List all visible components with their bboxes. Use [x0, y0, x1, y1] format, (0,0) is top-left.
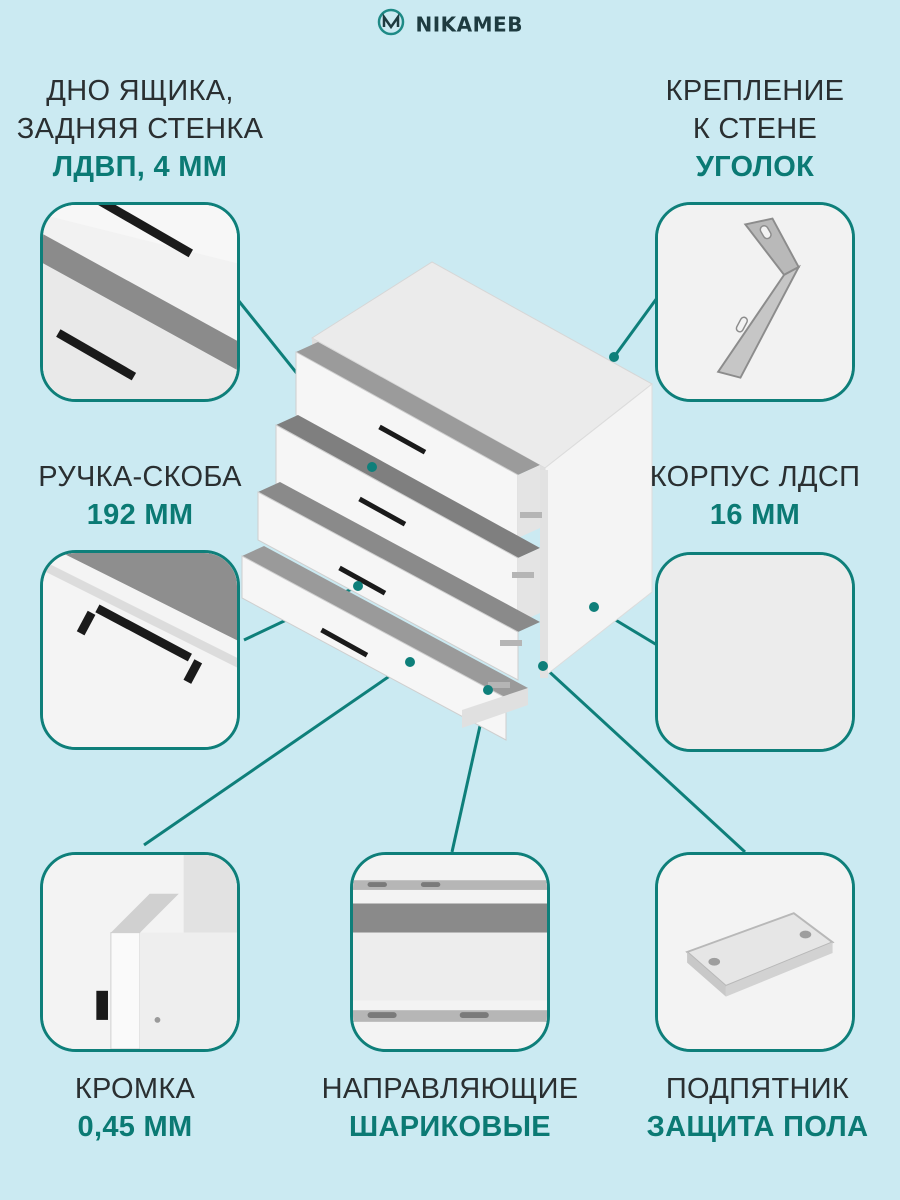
label-edge-line1: КРОМКА [74, 1073, 196, 1105]
label-bottom-line2: ЗАДНЯЯ СТЕНКА [16, 113, 264, 145]
label-foot-line1: ПОДПЯТНИК [665, 1073, 850, 1105]
label-handle: РУЧКА-СКОБА 192 ММ [20, 458, 260, 534]
label-bottom-line1: ДНО ЯЩИКА, [46, 75, 234, 107]
label-mount-value: УГОЛОК [695, 151, 815, 183]
label-mount: КРЕПЛЕНИЕ К СТЕНЕ УГОЛОК [640, 72, 870, 186]
label-foot: ПОДПЯТНИК ЗАЩИТА ПОЛА [625, 1070, 890, 1146]
detail-edge [40, 852, 240, 1052]
connector-dots [353, 352, 619, 695]
label-rails-line1: НАПРАВЛЯЮЩИЕ [321, 1073, 579, 1105]
detail-handle [40, 550, 240, 750]
label-edge-value: 0,45 ММ [77, 1111, 193, 1143]
label-mount-line2: К СТЕНЕ [692, 113, 818, 145]
brand-logo: NIKAMEB [0, 8, 900, 41]
label-body-value: 16 ММ [709, 499, 801, 531]
detail-body-panel [655, 552, 855, 752]
label-rails-value: ШАРИКОВЫЕ [349, 1111, 551, 1143]
brand-logo-icon [377, 8, 405, 41]
label-foot-value: ЗАЩИТА ПОЛА [646, 1111, 869, 1143]
label-handle-line1: РУЧКА-СКОБА [38, 461, 242, 493]
label-bottom-value: ЛДВП, 4 ММ [52, 151, 228, 183]
label-body-line1: КОРПУС ЛДСП [649, 461, 861, 493]
label-bottom: ДНО ЯЩИКА, ЗАДНЯЯ СТЕНКА ЛДВП, 4 ММ [10, 72, 270, 186]
label-mount-line1: КРЕПЛЕНИЕ [665, 75, 845, 107]
label-edge: КРОМКА 0,45 ММ [30, 1070, 240, 1146]
detail-ball-rails [350, 852, 550, 1052]
label-body: КОРПУС ЛДСП 16 ММ [630, 458, 880, 534]
detail-floor-pad [655, 852, 855, 1052]
detail-drawer-bottom [40, 202, 240, 402]
detail-wall-bracket [655, 202, 855, 402]
label-handle-value: 192 ММ [86, 499, 194, 531]
label-rails: НАПРАВЛЯЮЩИЕ ШАРИКОВЫЕ [305, 1070, 595, 1146]
brand-name: NIKAMEB [415, 12, 523, 37]
dresser-illustration [241, 261, 653, 741]
